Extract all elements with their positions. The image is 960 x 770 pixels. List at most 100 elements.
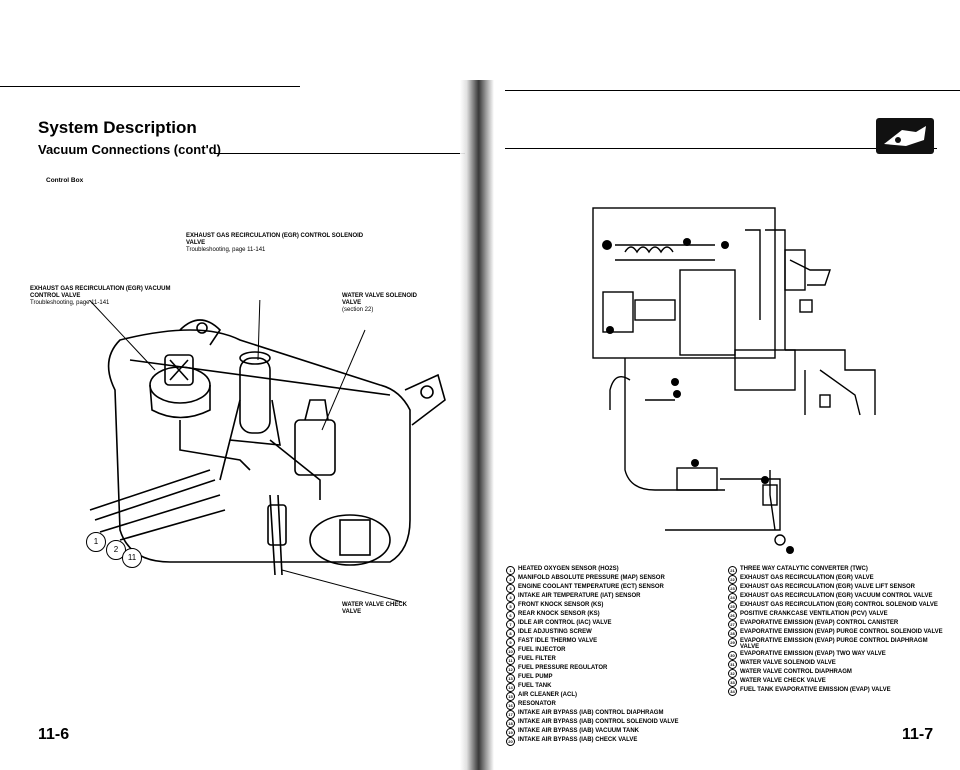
- vacuum-hose-schematic: [592, 207, 876, 554]
- legend-item-number: 9: [506, 638, 515, 647]
- legend-item-number: 34: [728, 686, 737, 696]
- legend-item-text: FRONT KNOCK SENSOR (KS): [518, 602, 604, 608]
- legend-item-number: 14: [506, 683, 515, 692]
- callout-number-11: 11: [122, 548, 142, 568]
- legend-item-number: 13: [506, 674, 515, 683]
- top-rule-left: [0, 86, 300, 87]
- legend-item-text: INTAKE AIR BYPASS (IAB) VACUUM TANK: [518, 728, 639, 734]
- legend-item-number: 26: [728, 611, 737, 620]
- callout-egr-vacuum-note: Troubleshooting, page 11-141: [30, 300, 110, 306]
- subheading-rule: [215, 153, 465, 154]
- legend-item-text: RESONATOR: [518, 701, 556, 707]
- legend-item-text: WATER VALVE CHECK VALVE: [740, 677, 826, 684]
- page-number-right: 11-7: [902, 726, 934, 743]
- legend-item-number: 8: [506, 629, 515, 638]
- legend-item-text: FUEL INJECTOR: [518, 647, 566, 653]
- callout-water-check: WATER VALVE CHECK VALVE: [342, 602, 408, 615]
- page-subheading: Vacuum Connections (cont'd): [38, 142, 221, 157]
- legend-item-number: 10: [506, 647, 515, 656]
- legend-item-text: IDLE AIR CONTROL (IAC) VALVE: [518, 620, 612, 626]
- legend-item-text: MANIFOLD ABSOLUTE PRESSURE (MAP) SENSOR: [518, 575, 665, 581]
- legend-item-number: 4: [506, 593, 515, 602]
- legend-item-number: 27: [728, 620, 737, 629]
- callout-egr-solenoid-title: EXHAUST GAS RECIRCULATION (EGR) CONTROL …: [186, 233, 364, 246]
- engine-emission-icon: [876, 118, 934, 154]
- legend-item-number: 17: [506, 710, 515, 719]
- legend-item-text: EXHAUST GAS RECIRCULATION (EGR) VACUUM C…: [740, 593, 933, 599]
- callout-egr-solenoid-note: Troubleshooting, page 11-141: [186, 247, 266, 253]
- legend-item-number: 12: [506, 665, 515, 674]
- legend-item-number: 20: [506, 737, 515, 746]
- legend-item-text: INTAKE AIR BYPASS (IAB) CHECK VALVE: [518, 737, 638, 743]
- legend-item-text: INTAKE AIR BYPASS (IAB) CONTROL SOLENOID…: [518, 719, 679, 725]
- legend-item-number: 31: [728, 659, 737, 669]
- legend-item-number: 33: [728, 677, 737, 687]
- callout-number-1: 1: [86, 532, 106, 552]
- header-rule-right: [505, 148, 937, 149]
- legend-item-number: 29: [728, 638, 737, 647]
- page-heading: System Description: [38, 118, 197, 137]
- legend-item-text: THREE WAY CATALYTIC CONVERTER (TWC): [740, 566, 868, 572]
- legend-item-text: WATER VALVE CONTROL DIAPHRAGM: [740, 668, 852, 675]
- legend-item-number: 25: [728, 602, 737, 611]
- legend-item-text: FUEL FILTER: [518, 656, 556, 662]
- legend-item-text: FAST IDLE THERMO VALVE: [518, 638, 598, 644]
- legend-item-text: WATER VALVE SOLENOID VALVE: [740, 659, 836, 666]
- book-spine: [460, 80, 494, 770]
- legend-item-number: 30: [728, 650, 737, 660]
- legend-item-number: 2: [506, 575, 515, 584]
- section-label: Control Box: [46, 177, 84, 184]
- legend-item-number: 18: [506, 719, 515, 728]
- legend-item-text: AIR CLEANER (ACL): [518, 692, 577, 698]
- legend-item-number: 19: [506, 728, 515, 737]
- callout-egr-vacuum-title: EXHAUST GAS RECIRCULATION (EGR) VACUUM C…: [30, 286, 171, 299]
- legend-item-text: IDLE ADJUSTING SCREW: [518, 629, 592, 635]
- legend-item-text: ENGINE COOLANT TEMPERATURE (ECT) SENSOR: [518, 584, 664, 590]
- legend-item-text: FUEL TANK: [518, 683, 552, 689]
- legend-item-number: 32: [728, 668, 737, 678]
- legend-item-number: 21: [728, 566, 737, 575]
- legend-item-text: REAR KNOCK SENSOR (KS): [518, 611, 600, 617]
- legend-item-number: 3: [506, 584, 515, 593]
- legend-item-number: 16: [506, 701, 515, 710]
- legend-item-number: 11: [506, 656, 515, 665]
- legend-item-text: EXHAUST GAS RECIRCULATION (EGR) VALVE: [740, 575, 874, 581]
- legend-item-number: 5: [506, 602, 515, 611]
- legend-item-text: EVAPORATIVE EMISSION (EVAP) TWO WAY VALV…: [740, 650, 886, 657]
- legend-item-text: POSITIVE CRANKCASE VENTILATION (PCV) VAL…: [740, 611, 888, 617]
- legend-item-number: 22: [728, 575, 737, 584]
- legend-item-number: 6: [506, 611, 515, 620]
- callout-water-solenoid-note: (section 22): [342, 307, 374, 313]
- legend-item-text: EVAPORATIVE EMISSION (EVAP) PURGE CONTRO…: [740, 629, 943, 635]
- legend-item-text: EXHAUST GAS RECIRCULATION (EGR) CONTROL …: [740, 602, 938, 608]
- legend-item-text: INTAKE AIR TEMPERATURE (IAT) SENSOR: [518, 593, 641, 599]
